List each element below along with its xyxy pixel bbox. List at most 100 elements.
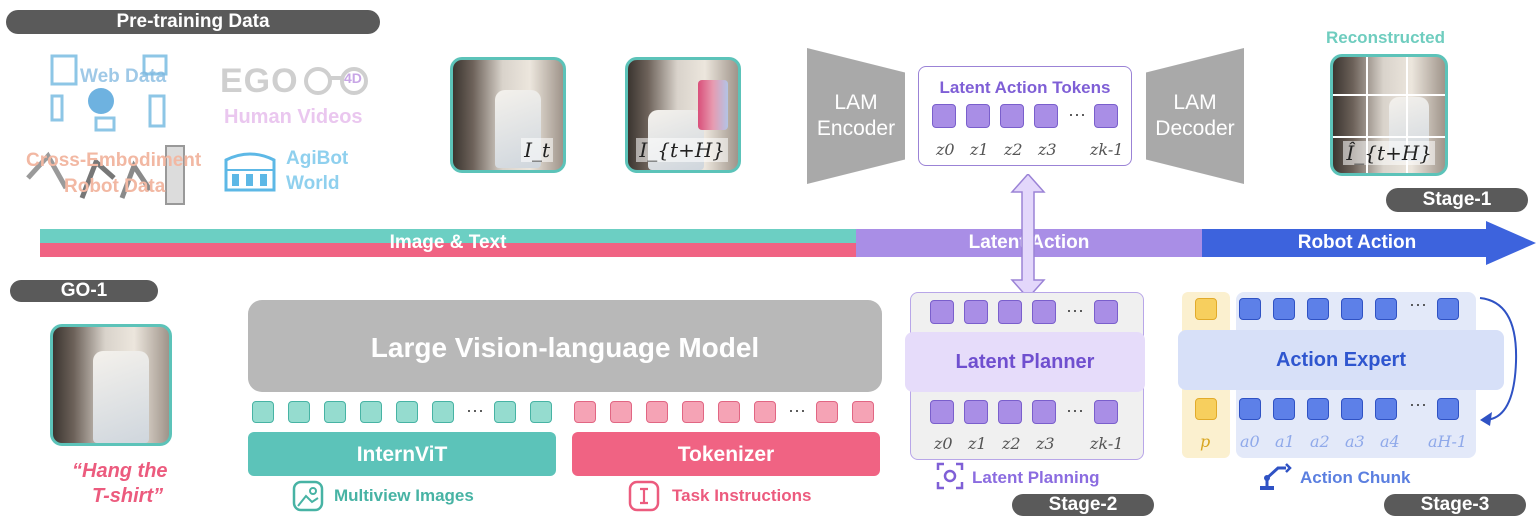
latent-token bbox=[1000, 104, 1024, 128]
stage-3-label: Stage-3 bbox=[1384, 494, 1526, 516]
stage-1-label: Stage-1 bbox=[1386, 188, 1528, 212]
vision-token bbox=[288, 401, 310, 423]
token-label: z1 bbox=[970, 140, 989, 159]
action-input-token bbox=[1341, 398, 1363, 420]
text-token bbox=[816, 401, 838, 423]
reconstructed-title: Reconstructed bbox=[1326, 28, 1446, 47]
planner-token-label: zk-1 bbox=[1090, 434, 1124, 453]
vision-token bbox=[494, 401, 516, 423]
latent-action-tokens-title: Latent Action Tokens bbox=[939, 78, 1111, 97]
text-token bbox=[574, 401, 596, 423]
action-input-token bbox=[1375, 398, 1397, 420]
action-token-label: a1 bbox=[1275, 432, 1295, 451]
frame-current: I_t bbox=[450, 57, 566, 173]
latent-planning-icon bbox=[936, 462, 964, 490]
p-input-token bbox=[1195, 398, 1217, 420]
text-token bbox=[646, 401, 668, 423]
action-expert-label: Action Expert bbox=[1275, 349, 1407, 371]
lam-decoder-line1: LAM bbox=[1173, 91, 1217, 114]
planner-input-token bbox=[930, 400, 954, 424]
world-label: World bbox=[286, 173, 340, 194]
multiview-icon bbox=[292, 480, 324, 512]
action-ellipsis: ··· bbox=[1409, 394, 1427, 414]
hanging-clothes bbox=[698, 80, 728, 130]
latent-token bbox=[966, 104, 990, 128]
timeline-image-text-label: Image & Text bbox=[389, 232, 507, 253]
timeline-teal-bar bbox=[40, 229, 856, 243]
timeline-robot-label: Robot Action bbox=[1297, 232, 1417, 253]
frame-go1 bbox=[50, 324, 172, 446]
vision-token bbox=[530, 401, 552, 423]
p-token-label: p bbox=[1200, 432, 1211, 451]
action-output-token bbox=[1437, 298, 1459, 320]
frame-future-label: I_{t+H} bbox=[636, 138, 728, 162]
reconstructed-label: Î_{t+H} bbox=[1343, 141, 1435, 165]
action-token-label: a4 bbox=[1380, 432, 1400, 451]
internvit-box bbox=[248, 432, 556, 476]
timeline-pink-bar bbox=[40, 243, 856, 257]
action-chunk-label: Action Chunk bbox=[1300, 468, 1411, 487]
planner-ellipsis: ··· bbox=[1066, 300, 1084, 320]
action-input-token bbox=[1239, 398, 1261, 420]
ego4d-logo: EGO 4D bbox=[220, 60, 380, 104]
action-input-token bbox=[1437, 398, 1459, 420]
vision-token bbox=[432, 401, 454, 423]
planner-output-token bbox=[1032, 300, 1056, 324]
text-token bbox=[682, 401, 704, 423]
token-label: z3 bbox=[1038, 140, 1057, 159]
ego-badge: 4D bbox=[344, 70, 362, 86]
vision-token bbox=[360, 401, 382, 423]
tokenizer-label: Tokenizer bbox=[677, 443, 775, 466]
text-token bbox=[718, 401, 740, 423]
go1-label: GO-1 bbox=[10, 280, 158, 302]
lam-encoder-line1: LAM bbox=[834, 91, 878, 114]
planner-input-token bbox=[998, 400, 1022, 424]
token-label: zk-1 bbox=[1090, 140, 1124, 159]
token-ellipsis: ··· bbox=[1068, 104, 1086, 124]
instruction-line1: “Hang the bbox=[72, 460, 168, 482]
planner-token-label: z2 bbox=[1002, 434, 1021, 453]
planner-output-token bbox=[998, 300, 1022, 324]
agibot-label: AgiBot bbox=[286, 148, 349, 169]
text-ellipsis: ··· bbox=[788, 400, 806, 420]
action-token-label: aH-1 bbox=[1428, 432, 1468, 451]
latent-token bbox=[1094, 104, 1118, 128]
task-instructions-icon bbox=[628, 480, 660, 512]
latent-planner-label: Latent Planner bbox=[955, 351, 1095, 373]
multiview-label: Multiview Images bbox=[334, 486, 474, 505]
robot-data-label: Robot Data bbox=[64, 176, 166, 197]
planner-output-token bbox=[964, 300, 988, 324]
shirt-image bbox=[93, 351, 149, 443]
glasses-icon bbox=[304, 66, 370, 96]
latent-action-tokens-box bbox=[918, 66, 1132, 166]
token-label: z2 bbox=[1004, 140, 1023, 159]
timeline-robot-bar bbox=[1202, 229, 1486, 257]
iteration-loop-arrow bbox=[1479, 297, 1518, 426]
human-videos-label: Human Videos bbox=[224, 106, 363, 128]
vision-token bbox=[252, 401, 274, 423]
action-token-label: a3 bbox=[1345, 432, 1365, 451]
internvit-label: InternViT bbox=[356, 443, 448, 466]
double-arrow bbox=[1010, 174, 1046, 298]
action-expert-box bbox=[1178, 330, 1504, 390]
planner-output-token bbox=[930, 300, 954, 324]
planner-token-label: z1 bbox=[968, 434, 987, 453]
action-output-token bbox=[1375, 298, 1397, 320]
latent-planner-box bbox=[905, 332, 1145, 392]
latent-token bbox=[932, 104, 956, 128]
action-output-token bbox=[1239, 298, 1261, 320]
planner-input-token bbox=[964, 400, 988, 424]
latent-planning-label: Latent Planning bbox=[972, 468, 1100, 487]
vlm-box bbox=[248, 300, 882, 392]
planner-token-label: z3 bbox=[1036, 434, 1055, 453]
text-token bbox=[852, 401, 874, 423]
action-input-token bbox=[1307, 398, 1329, 420]
instruction-line2: T-shirt” bbox=[92, 485, 164, 507]
planner-input-token bbox=[1094, 400, 1118, 424]
pretraining-data-label: Pre-training Data bbox=[6, 10, 380, 34]
robot-arms-icon bbox=[22, 138, 192, 210]
lam-decoder-line2: Decoder bbox=[1155, 117, 1235, 140]
token-label: z0 bbox=[936, 140, 955, 159]
lam-encoder-line2: Encoder bbox=[816, 117, 896, 140]
lam-encoder: LAM Encoder bbox=[807, 48, 905, 184]
